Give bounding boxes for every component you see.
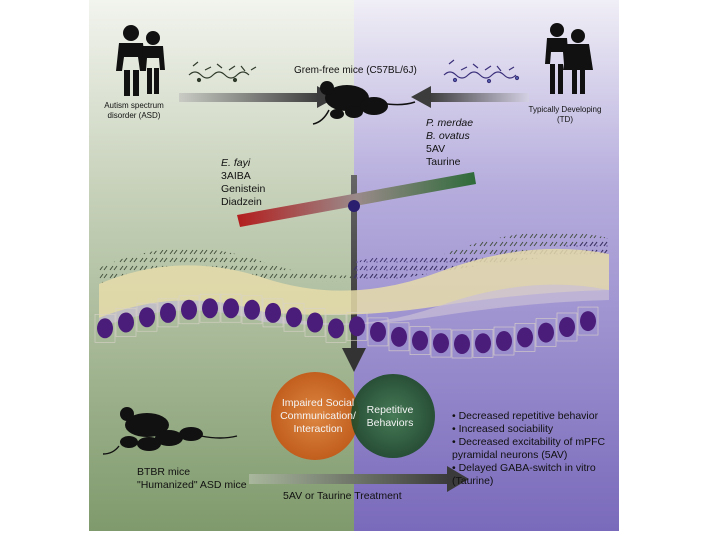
epithelial-cell	[244, 299, 260, 320]
cell-outline	[493, 326, 515, 356]
cell-outline	[199, 293, 221, 323]
cell-outline	[262, 298, 284, 328]
social-deficit-circle	[271, 372, 359, 460]
epithelial-cell	[391, 326, 407, 347]
td-factor-3: 5AV	[426, 143, 446, 155]
cell-outline	[325, 314, 347, 343]
cell-outline	[136, 302, 158, 332]
epithelial-cell	[328, 318, 344, 339]
btbr-mice-icon	[102, 407, 238, 455]
epithelial-cell	[580, 311, 596, 332]
epithelial-cell	[433, 333, 449, 354]
epithelial-cell	[559, 316, 575, 337]
asd-children-icon	[116, 25, 165, 96]
epithelial-cell	[307, 312, 323, 333]
epithelial-cell	[202, 298, 218, 319]
epithelial-cell	[265, 302, 281, 323]
epithelial-cell	[139, 307, 155, 328]
diagram-canvas	[89, 0, 619, 531]
cell-outline	[346, 311, 368, 341]
cell-outline	[241, 295, 263, 325]
germ-free-mice-icon	[312, 81, 416, 125]
td-microbiota-icon	[443, 59, 520, 84]
asd-factor-1: E. fayi	[221, 157, 251, 169]
td-label: Typically Developing (TD)	[528, 105, 602, 124]
asd-microbiota-icon	[188, 61, 257, 83]
epithelial-cell	[97, 318, 113, 339]
td-children-icon	[545, 23, 593, 94]
epithelial-cell	[538, 322, 554, 343]
cell-outline	[367, 317, 389, 347]
epithelial-cell	[370, 321, 386, 342]
outcome-list: Decreased repetitive behavior Increased …	[452, 410, 617, 488]
outcome-item: Delayed GABA-switch in vitro (Taurine)	[452, 462, 617, 488]
balance-pivot	[348, 200, 360, 212]
balance-bar	[237, 172, 476, 227]
outcome-item: Decreased excitability of mPFC pyramidal…	[452, 436, 617, 462]
cell-outline	[115, 308, 137, 337]
social-deficit-label: Impaired Social Communication/ Interacti…	[280, 397, 356, 435]
repetitive-behavior-circle	[351, 374, 435, 458]
cell-outline	[577, 306, 599, 336]
cell-outline	[178, 295, 200, 325]
epithelial-cell	[286, 307, 302, 328]
outcome-item: Increased sociability	[452, 423, 617, 436]
asd-factor-4: Diadzein	[221, 196, 262, 208]
diagram-panel: Autism spectrum disorder (ASD) Typically…	[89, 0, 619, 531]
cell-outline	[304, 308, 326, 337]
cell-outline	[409, 326, 431, 355]
epithelial-cell	[454, 333, 470, 354]
epithelial-cell	[496, 331, 512, 352]
cell-outline	[388, 322, 410, 352]
repetitive-behavior-label: Repetitive Behaviors	[366, 404, 414, 429]
cell-outline	[514, 323, 536, 352]
central-down-arrow	[342, 348, 366, 372]
epithelial-cell	[517, 327, 533, 348]
epithelial-cell	[223, 298, 239, 319]
outcome-item: Decreased repetitive behavior	[452, 410, 617, 423]
treatment-label: 5AV or Taurine Treatment	[283, 490, 402, 502]
epithelial-cell	[412, 330, 428, 351]
cell-outline	[94, 313, 116, 343]
td-factor-1: P. merdae	[426, 117, 474, 129]
cell-outline	[283, 302, 305, 332]
epithelial-cell	[181, 299, 197, 320]
cell-outline	[220, 293, 242, 323]
cell-outline	[157, 298, 179, 328]
asd-factor-2: 3AIBA	[221, 170, 251, 182]
germ-free-label: Grem-free mice (C57BL/6J)	[294, 65, 417, 76]
epithelial-cell	[349, 316, 365, 337]
cell-outline	[535, 318, 557, 347]
asd-label: Autism spectrum disorder (ASD)	[104, 101, 164, 120]
td-transfer-arrow	[411, 86, 529, 108]
asd-factor-list: E. fayi 3AIBA Genistein Diadzein	[221, 157, 265, 209]
td-factor-4: Taurine	[426, 156, 461, 168]
asd-factor-3: Genistein	[221, 183, 266, 195]
epithelial-cell	[475, 333, 491, 354]
btbr-label: BTBR mice "Humanized" ASD mice	[137, 466, 247, 492]
btbr-line-2: "Humanized" ASD mice	[137, 479, 247, 491]
cell-outline	[556, 312, 578, 342]
td-factor-2: B. ovatus	[426, 130, 470, 142]
cell-outline	[472, 328, 494, 358]
cell-outline	[430, 328, 452, 358]
epithelial-cells	[94, 293, 599, 359]
epithelial-cell	[160, 302, 176, 323]
btbr-line-1: BTBR mice	[137, 466, 191, 478]
cell-outline	[451, 329, 473, 359]
epithelial-cell	[118, 312, 134, 333]
td-factor-list: P. merdae B. ovatus 5AV Taurine	[426, 117, 473, 169]
